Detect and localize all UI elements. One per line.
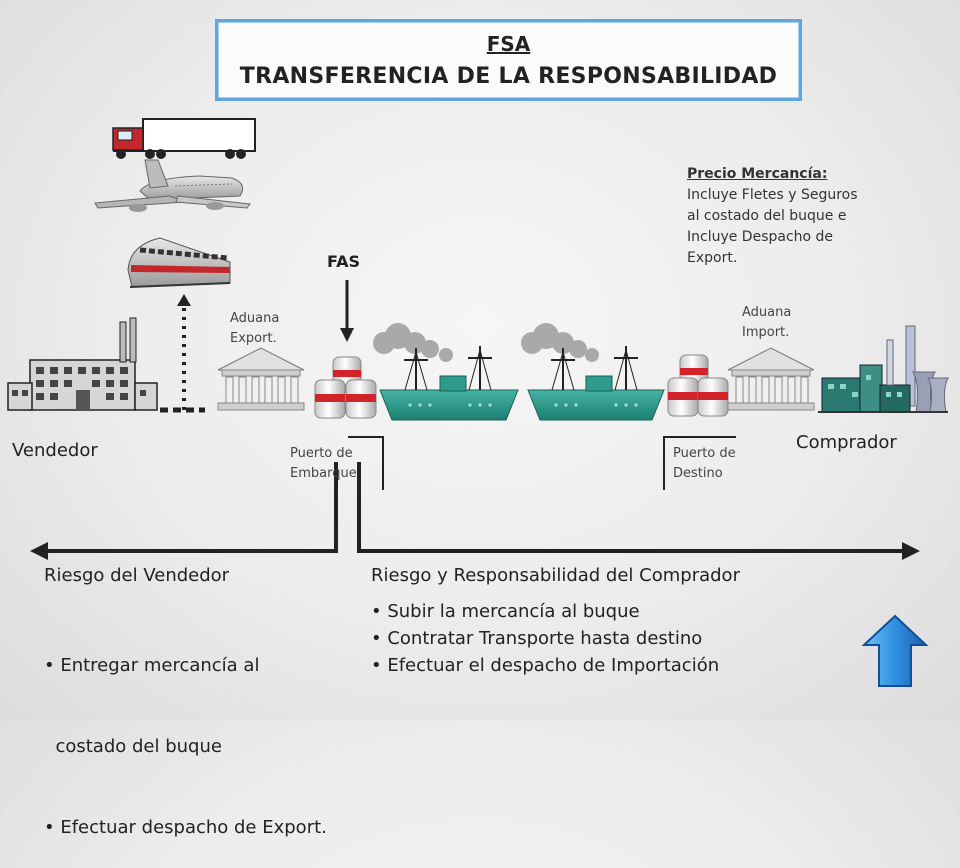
ship-icon — [379, 346, 519, 421]
price-note-line: Incluye Despacho de — [687, 229, 834, 245]
seller-risk-item: • Entregar mercancía al — [44, 655, 260, 676]
seller-risk-list: • Entregar mercancía al costado del buqu… — [44, 598, 327, 868]
puerto-embarque-line: Embarque — [290, 466, 357, 481]
airplane-icon — [94, 159, 251, 212]
price-note-line: Incluye Fletes y Seguros — [687, 187, 858, 203]
truck-icon — [112, 118, 256, 159]
seller-risk-item: costado del buque — [44, 736, 222, 757]
industrial-plant-icon — [818, 325, 949, 413]
diagram-graphics — [7, 118, 949, 687]
price-note-line: al costado del buque e — [687, 208, 847, 224]
puerto-destino-label: Puerto de Destino — [673, 444, 736, 484]
port-bracket-destino — [663, 436, 736, 490]
fas-label: FAS — [327, 252, 360, 271]
aduana-import-line: Aduana — [742, 305, 792, 320]
puerto-destino-line: Puerto de — [673, 446, 736, 461]
customs-building-icon — [727, 347, 815, 411]
aduana-export-line: Export. — [230, 331, 277, 346]
aduana-export-line: Aduana — [230, 311, 280, 326]
title-abbreviation: FSA — [486, 32, 531, 56]
buyer-risk-arrow — [357, 462, 920, 560]
up-arrow-icon[interactable] — [861, 614, 929, 687]
fas-down-arrow — [340, 280, 354, 342]
vendedor-label: Vendedor — [12, 440, 98, 461]
buyer-risk-item: • Efectuar el despacho de Importación — [371, 655, 720, 676]
seller-risk-heading: Riesgo del Vendedor — [44, 565, 230, 586]
customs-building-icon — [217, 347, 305, 411]
dotted-up-arrow — [160, 294, 205, 413]
ship-icon — [527, 346, 665, 421]
buyer-risk-list: • Subir la mercancía al buque • Contrata… — [371, 598, 719, 679]
puerto-embarque-label: Puerto de Embarque — [290, 444, 357, 484]
price-note-heading: Precio Mercancía: — [687, 166, 828, 182]
aduana-import-label: Aduana Import. — [742, 303, 791, 343]
buyer-risk-heading: Riesgo y Responsabilidad del Comprador — [371, 565, 740, 586]
factory-icon — [7, 317, 158, 411]
train-icon — [127, 237, 231, 288]
title-box: FSA TRANSFERENCIA DE LA RESPONSABILIDAD — [215, 19, 802, 101]
comprador-label: Comprador — [796, 432, 897, 453]
smoke-cloud — [521, 323, 599, 362]
seller-risk-item: • Efectuar despacho de Export. — [44, 817, 327, 838]
price-note-line: Export. — [687, 250, 738, 266]
puerto-embarque-line: Puerto de — [290, 446, 353, 461]
buyer-risk-item: • Contratar Transporte hasta destino — [371, 628, 703, 649]
smoke-cloud — [373, 323, 453, 362]
aduana-export-label: Aduana Export. — [230, 309, 279, 349]
cargo-drums-icon — [667, 354, 729, 417]
puerto-destino-line: Destino — [673, 466, 723, 481]
port-bracket-embarque — [348, 436, 384, 490]
page-title: TRANSFERENCIA DE LA RESPONSABILIDAD — [239, 64, 778, 89]
seller-risk-arrow — [30, 462, 338, 560]
price-note: Precio Mercancía: Incluye Fletes y Segur… — [687, 164, 937, 269]
buyer-risk-item: • Subir la mercancía al buque — [371, 601, 640, 622]
aduana-import-line: Import. — [742, 325, 790, 340]
cargo-drums-icon — [314, 356, 377, 419]
